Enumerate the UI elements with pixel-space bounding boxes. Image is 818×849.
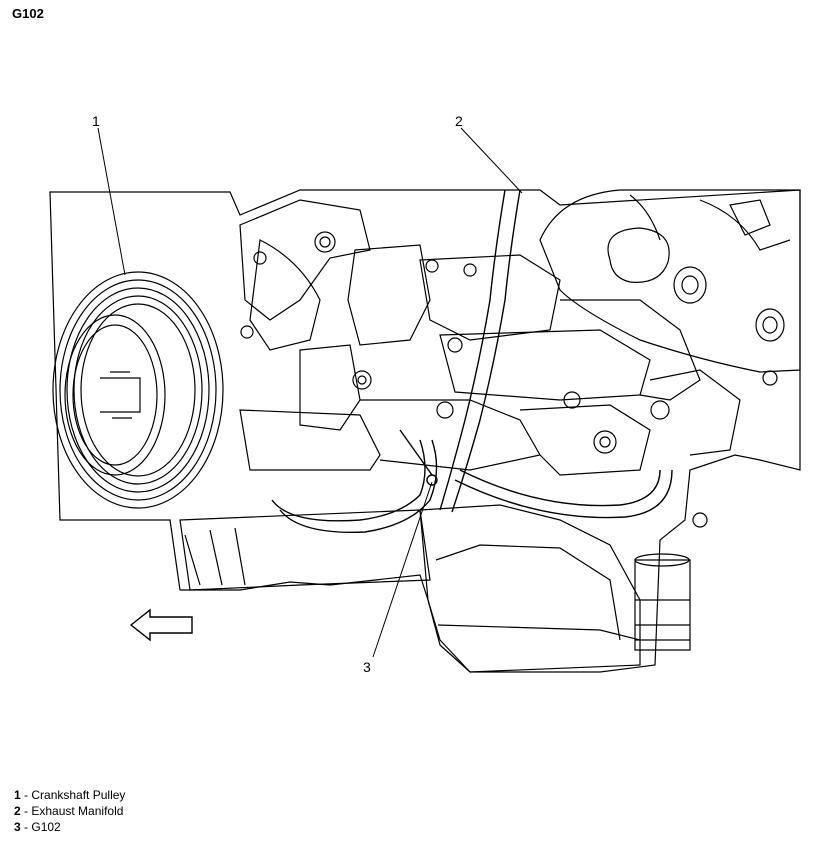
wiring-harness bbox=[271, 189, 673, 534]
leader-line-3 bbox=[372, 481, 433, 658]
callout-3: 3 bbox=[363, 659, 371, 675]
legend-item: 3 - G102 bbox=[14, 820, 61, 834]
oil-filter bbox=[634, 553, 691, 651]
legend-item: 1 - Crankshaft Pulley bbox=[14, 788, 126, 802]
legend: 1 - Crankshaft Pulley 2 - Exhaust Manifo… bbox=[14, 787, 125, 835]
engine-block bbox=[49, 189, 801, 673]
legend-item-label: G102 bbox=[31, 820, 61, 834]
oil-pan bbox=[179, 504, 641, 673]
callout-1: 1 bbox=[92, 113, 100, 129]
figure-title: G102 bbox=[12, 6, 44, 21]
callout-2: 2 bbox=[455, 113, 463, 129]
legend-item-label: Exhaust Manifold bbox=[31, 804, 124, 818]
legend-item: 2 - Exhaust Manifold bbox=[14, 804, 124, 818]
left-arrow-icon bbox=[129, 608, 193, 642]
legend-item-label: Crankshaft Pulley bbox=[31, 788, 126, 802]
callout-leaders bbox=[97, 127, 523, 658]
exhaust-manifold bbox=[539, 189, 801, 373]
crankshaft-pulley bbox=[52, 271, 224, 509]
leader-line-2 bbox=[460, 127, 523, 194]
leader-line-1 bbox=[97, 127, 126, 276]
